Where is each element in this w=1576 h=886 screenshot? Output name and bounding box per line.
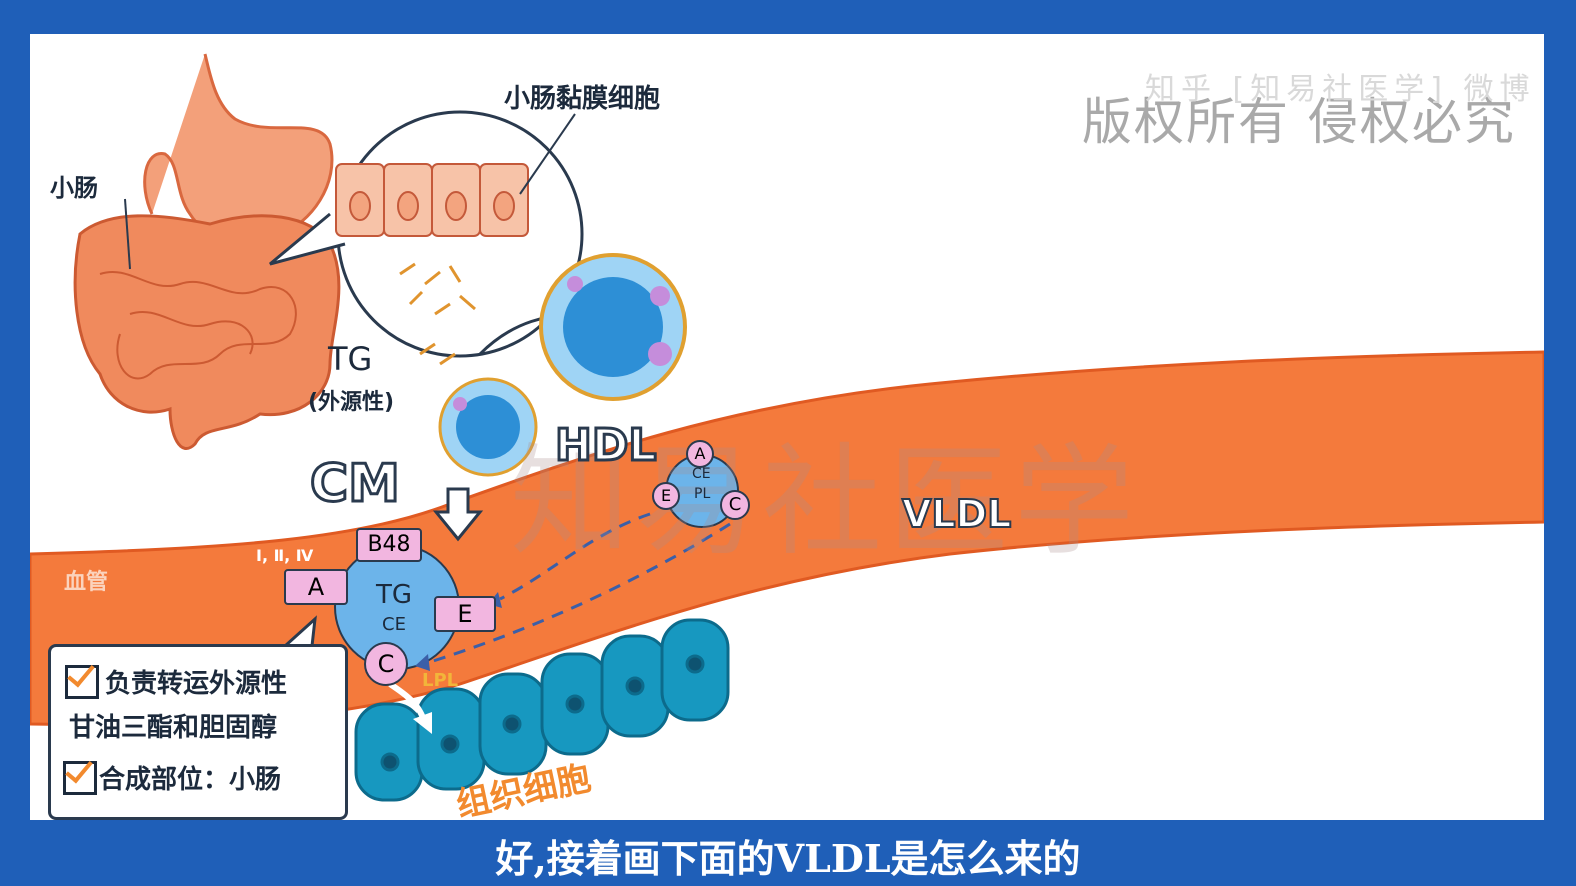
tg-label: TG	[328, 340, 373, 378]
note-line-3: 合成部位：小肠	[99, 765, 282, 795]
hdl-label: HDL	[553, 419, 657, 473]
hdl-apo-c-tag: C	[720, 490, 750, 520]
cm-label: CM	[309, 453, 402, 516]
exogenous-label: (外源性)	[308, 390, 395, 415]
stomach	[143, 53, 334, 243]
apo-a-tag: A	[284, 569, 348, 605]
cm-core-tg: TG	[376, 580, 413, 610]
illustration-canvas: 版权所有 侵权必究 知乎 [知易社医学] 微博 知易社医学 小肠 小肠黏膜细胞 …	[30, 34, 1544, 820]
note-line-2: 甘油三酯和胆固醇	[69, 713, 278, 743]
check-icon	[65, 665, 99, 699]
cm-notes-box: 负责转运外源性 甘油三酯和胆固醇 合成部位：小肠	[48, 644, 348, 820]
mucosa-cells-label: 小肠黏膜细胞	[504, 84, 661, 114]
top-faded-watermark: 知乎 [知易社医学] 微博	[1145, 72, 1536, 107]
hdl-apo-e-tag: E	[652, 482, 680, 510]
lpl-label: LPL	[422, 670, 459, 691]
vldl-label: VLDL	[901, 491, 1012, 537]
cm-arrow	[432, 487, 484, 542]
hdl-pl: PL	[694, 486, 711, 502]
check-icon	[63, 761, 97, 795]
tg-fragments	[399, 262, 476, 366]
hdl-ce: CE	[692, 466, 711, 482]
copyright-watermark: 版权所有 侵权必究	[1082, 93, 1516, 151]
apo-e-tag: E	[434, 596, 496, 632]
small-intestine-shape	[73, 214, 341, 450]
blood-vessel-label: 血管	[64, 570, 109, 595]
mucosa-cells	[335, 163, 529, 237]
center-watermark: 知易社医学	[510, 433, 1140, 572]
small-intestine-label: 小肠	[50, 174, 98, 202]
tissue-cells	[354, 618, 730, 802]
cm-core-ce: CE	[382, 614, 406, 635]
note-line-1: 负责转运外源性	[105, 669, 288, 699]
hdl-apo-a-tag: A	[686, 440, 714, 468]
apo-c-tag: C	[364, 642, 408, 686]
apo-b48-tag: B48	[356, 528, 422, 562]
apo-roman-label: Ⅰ, Ⅱ, Ⅳ	[256, 546, 314, 565]
video-subtitle: 好,接着画下面的VLDL是怎么来的	[495, 836, 1081, 881]
